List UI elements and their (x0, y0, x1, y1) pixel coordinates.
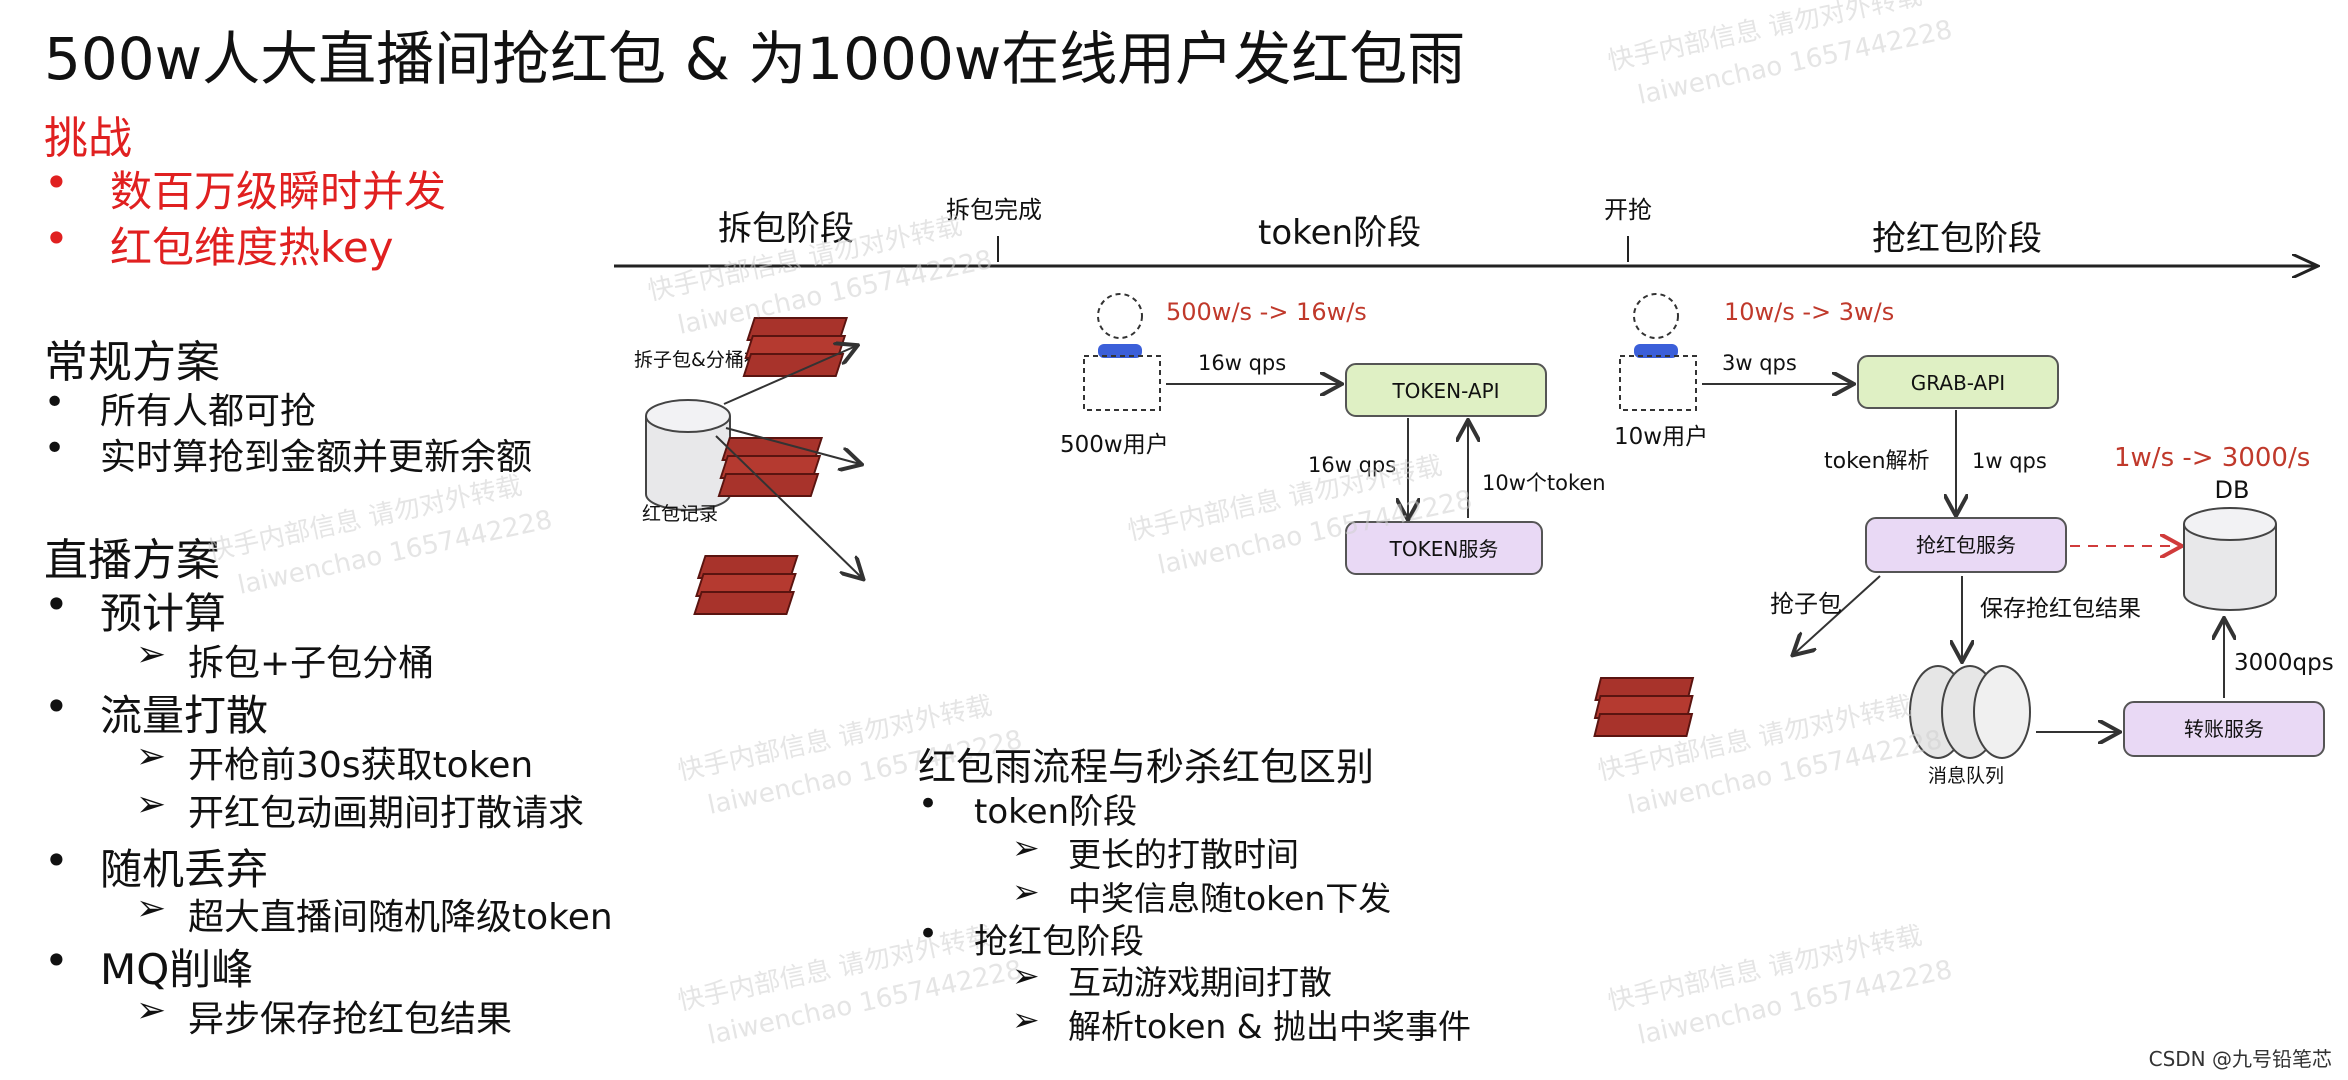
grab-service-label: 抢红包服务 (1916, 533, 2016, 557)
transfer-service-box (2123, 701, 2325, 757)
stage-token-label: token阶段 (1258, 213, 1421, 253)
live-group: • 流量打散 (44, 682, 269, 740)
grab-api-label: GRAB-API (1911, 371, 2005, 395)
challenge-heading: 挑战 (44, 113, 132, 164)
footer-credit: CSDN @九号铅笔芯 (2148, 1047, 2332, 1071)
live-heading: 直播方案 (44, 535, 220, 586)
stage-split-label: 拆包阶段 (718, 209, 854, 249)
split-store-label: 拆子包&分桶存储 (634, 349, 782, 371)
live-sub: ➢ 拆包+子包分桶 (136, 634, 435, 684)
rain-sub: ➢ 中奖信息随token下发 (1012, 872, 1392, 918)
page-title: 500w人大直播间抢红包 & 为1000w在线用户发红包雨 (44, 25, 1466, 93)
save-result-label: 保存抢红包结果 (1980, 596, 2141, 622)
challenge-item: • 数百万级瞬时并发 (44, 158, 447, 216)
qps5-label: 3000qps (2234, 650, 2334, 676)
qps3-label: 3w qps (1722, 351, 1797, 375)
grab-sub-label: 抢子包 (1770, 590, 1842, 618)
live-sub: ➢ 开枪前30s获取token (136, 736, 534, 786)
qps4-label: 1w qps (1972, 449, 2047, 473)
rain-group: • 抢红包阶段 (918, 914, 1144, 962)
redis-bucket-icon (742, 317, 849, 377)
rain-group: • token阶段 (918, 784, 1138, 832)
rain-sub: ➢ 解析token & 抛出中奖事件 (1012, 1000, 1471, 1046)
redis-bucket-icon (693, 555, 799, 615)
user-icon (1083, 293, 1161, 411)
grab-api-box (1857, 355, 2059, 409)
stage-grab-label: 抢红包阶段 (1872, 219, 2042, 259)
mq-label: 消息队列 (1928, 765, 2004, 787)
qps1-label: 16w qps (1198, 351, 1286, 375)
mark-split-done: 拆包完成 (946, 196, 1042, 224)
qps2-label: 16w qps (1308, 453, 1396, 477)
token-api-label: TOKEN-API (1391, 379, 1499, 403)
token-api-box (1345, 363, 1547, 417)
redpacket-db-icon (645, 399, 731, 511)
mark-start-grab: 开抢 (1604, 196, 1652, 224)
rate3-label: 1w/s -> 3000/s (2114, 443, 2310, 473)
db-label: DB (2215, 476, 2250, 504)
rate1-label: 500w/s -> 16w/s (1166, 298, 1367, 326)
live-sub: ➢ 异步保存抢红包结果 (136, 990, 513, 1040)
live-group: • 预计算 (44, 580, 227, 638)
rain-heading: 红包雨流程与秒杀红包区别 (918, 745, 1375, 789)
live-sub: ➢ 开红包动画期间打散请求 (136, 784, 585, 834)
rain-sub: ➢ 互动游戏期间打散 (1012, 956, 1332, 1002)
live-group: • MQ削峰 (44, 936, 254, 994)
challenge-item: • 红包维度热key (44, 214, 394, 272)
transfer-service-label: 转账服务 (2184, 717, 2264, 741)
live-group: • 随机丢弃 (44, 836, 269, 894)
token-service-label: TOKEN服务 (1389, 537, 1499, 561)
regular-heading: 常规方案 (44, 337, 220, 388)
db-icon (2183, 507, 2277, 611)
rain-sub: ➢ 更长的打散时间 (1012, 828, 1299, 874)
redis-bucket-icon (717, 437, 824, 497)
message-queue-icon (1909, 665, 2031, 759)
rate2-label: 10w/s -> 3w/s (1724, 298, 1894, 326)
regular-item: • 所有人都可抢 (44, 382, 317, 432)
user-icon (1619, 293, 1697, 411)
live-sub: ➢ 超大直播间随机降级token (136, 888, 613, 938)
redis-bucket-icon (1593, 677, 1695, 737)
token-count-label: 10w个token (1482, 471, 1606, 495)
regular-item: • 实时算抢到金额并更新余额 (44, 428, 533, 478)
users1-label: 500w用户 (1060, 432, 1169, 458)
users2-label: 10w用户 (1614, 424, 1708, 450)
redpacket-record-label: 红包记录 (642, 503, 718, 525)
token-parse-label: token解析 (1824, 449, 1930, 474)
grab-service-box (1865, 517, 2067, 573)
token-service-box (1345, 521, 1543, 575)
